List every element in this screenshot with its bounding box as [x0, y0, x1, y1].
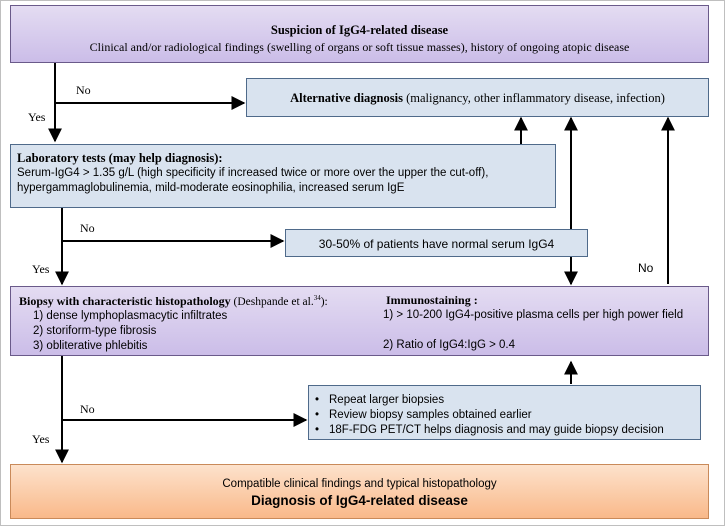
suspicion-title: Suspicion of IgG4-related disease: [270, 23, 449, 37]
immunostaining-item-2: 2) Ratio of IgG4:IgG > 0.4: [383, 339, 516, 351]
label-yes-1: Yes: [28, 110, 46, 124]
final-line-2: Diagnosis of IgG4-related disease: [251, 493, 468, 508]
final-diagnosis-box: Compatible clinical findings and typical…: [10, 464, 709, 519]
lab-line-2: hypergammaglobulinemia, mild-moderate eo…: [17, 182, 405, 194]
biopsy-title: Biopsy with characteristic histopatholog…: [19, 294, 231, 308]
lab-title: Laboratory tests (may help diagnosis):: [17, 151, 223, 165]
suspicion-body: Clinical and/or radiological findings (s…: [89, 40, 630, 54]
label-no-1: No: [76, 83, 91, 97]
repeat-item: 18F-FDG PET/CT helps diagnosis and may g…: [313, 423, 700, 438]
biopsy-box: Biopsy with characteristic histopatholog…: [10, 286, 709, 356]
alternative-diagnosis-box: Alternative diagnosis (malignancy, other…: [246, 78, 709, 117]
biopsy-item: 2) storiform-type fibrosis: [33, 325, 157, 337]
normal-igg4-text: 30-50% of patients have normal serum IgG…: [318, 237, 555, 251]
biopsy-ref-sup: 34: [313, 294, 321, 303]
repeat-item: Repeat larger biopsies: [313, 393, 700, 408]
final-line-1: Compatible clinical findings and typical…: [222, 478, 497, 490]
biopsy-ref-prefix: (Deshpande et al.: [230, 296, 314, 308]
label-no-2: No: [80, 221, 95, 235]
biopsy-ref-suffix: ):: [320, 296, 328, 308]
repeat-biopsy-box: Repeat larger biopsies Review biopsy sam…: [308, 385, 701, 440]
alternative-body: (malignancy, other inflammatory disease,…: [402, 91, 665, 105]
label-yes-2: Yes: [32, 262, 50, 276]
biopsy-list: 1) dense lymphoplasmacytic infiltrates 2…: [33, 309, 227, 354]
biopsy-item: 3) obliterative phlebitis: [33, 340, 148, 352]
label-yes-3: Yes: [32, 432, 50, 446]
alternative-title: Alternative diagnosis: [290, 91, 403, 105]
laboratory-tests-box: Laboratory tests (may help diagnosis): S…: [10, 144, 556, 208]
label-no-4: No: [638, 261, 654, 275]
biopsy-item: 1) dense lymphoplasmacytic infiltrates: [33, 310, 228, 322]
biopsy-heading: Biopsy with characteristic histopatholog…: [19, 294, 328, 309]
immunostaining-item-1: 1) > 10-200 IgG4-positive plasma cells p…: [383, 309, 684, 321]
lab-line-1: Serum-IgG4 > 1.35 g/L (high specificity …: [17, 167, 489, 179]
normal-igg4-box: 30-50% of patients have normal serum IgG…: [285, 229, 588, 257]
suspicion-box: Suspicion of IgG4-related disease Clinic…: [10, 5, 709, 63]
repeat-item: Review biopsy samples obtained earlier: [313, 408, 700, 423]
immunostaining-title: Immunostaining :: [386, 293, 478, 307]
repeat-list: Repeat larger biopsies Review biopsy sam…: [313, 393, 700, 438]
label-no-3: No: [80, 402, 95, 416]
